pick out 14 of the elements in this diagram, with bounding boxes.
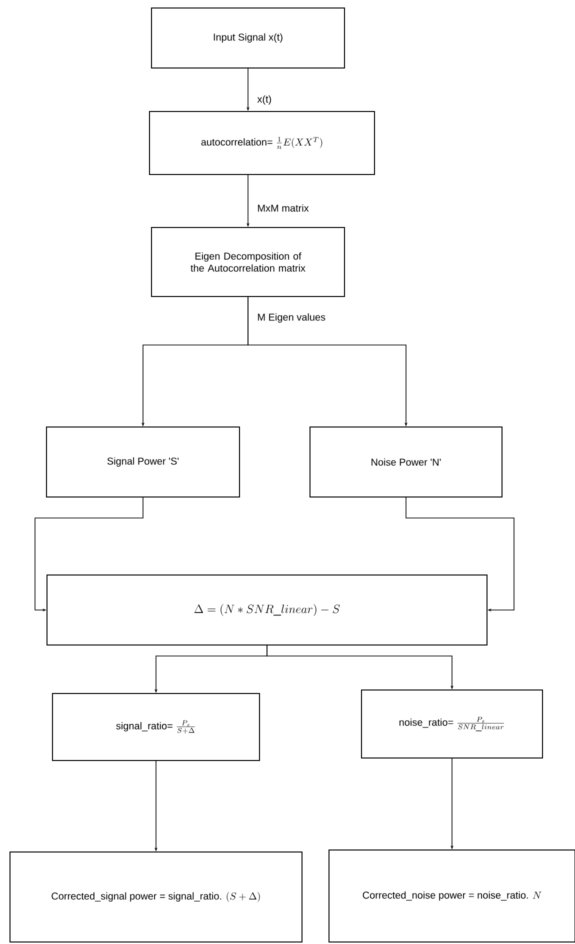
- process-box: autocorrelation= $\frac{1}{n}E(XX^{T})$: [149, 111, 375, 175]
- edge-label: x(t): [256, 94, 273, 106]
- edge-label: MxM matrix: [256, 203, 310, 213]
- process-box: Signal Power 'S': [46, 426, 240, 498]
- arrow: [406, 497, 514, 612]
- process-box: Eigen Decomposition of the Autocorrelation matrix: [151, 227, 345, 297]
- process-box: Noise Power 'N': [310, 426, 502, 498]
- process-box: $\Delta=(N*SNR\_linear)-S$: [46, 574, 488, 646]
- edge-label: M Eigen values: [256, 312, 327, 324]
- process-box: Input Signal x(t): [151, 8, 345, 68]
- process-box: signal_ratio= $\frac{P_s}{S+\Delta}$: [52, 693, 260, 761]
- process-box: noise_ratio= $\frac{P_s}{SNR\_linear}$: [361, 690, 543, 758]
- process-box: Corrected_signal power = signal_ratio. $(S+\Delta)$: [10, 852, 302, 942]
- process-box: Corrected_noise power = noise_ratio. $N$: [328, 850, 575, 942]
